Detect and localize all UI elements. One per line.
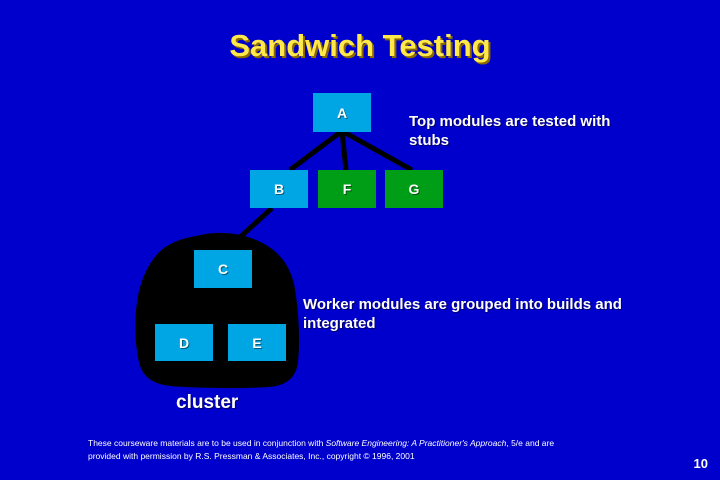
diagram-node-f[interactable]: F (318, 170, 376, 208)
footer-line1-post: , 5/e and are (506, 438, 555, 448)
footer-book-title: Software Engineering: A Practitioner's A… (325, 438, 507, 448)
edge-c-e (221, 286, 259, 326)
diagram-node-g[interactable]: G (385, 170, 443, 208)
diagram-node-a[interactable]: A (313, 93, 371, 132)
node-label: B (273, 181, 285, 197)
footer-credit: These courseware materials are to be use… (88, 437, 648, 463)
diagram-node-e[interactable]: E (228, 324, 286, 361)
diagram-node-b[interactable]: B (250, 170, 308, 208)
edge-a-f (339, 130, 349, 171)
node-label: A (336, 104, 348, 121)
diagram-node-c[interactable]: C (194, 250, 252, 288)
edge-a-g (340, 128, 414, 173)
node-label: F (342, 181, 352, 197)
edge-c-d (182, 286, 225, 326)
node-label: G (408, 181, 420, 197)
footer-line2: provided with permission by R.S. Pressma… (88, 451, 415, 462)
cluster-label: cluster (176, 392, 239, 413)
page-number: 10 (693, 456, 708, 471)
edge-a-b (288, 129, 344, 172)
node-label: E (252, 334, 262, 351)
page-title: Sandwich Testing (229, 28, 491, 63)
node-label: D (178, 334, 190, 351)
node-label: C (217, 261, 229, 277)
edge-b-c (224, 206, 274, 252)
diagram-node-d[interactable]: D (155, 324, 213, 361)
annotation-worker-modules: Worker modules are grouped into builds a… (303, 296, 622, 332)
footer-line1-pre: These courseware materials are to be use… (88, 438, 326, 448)
annotation-top-modules: Top modules are tested with stubs (409, 113, 611, 149)
